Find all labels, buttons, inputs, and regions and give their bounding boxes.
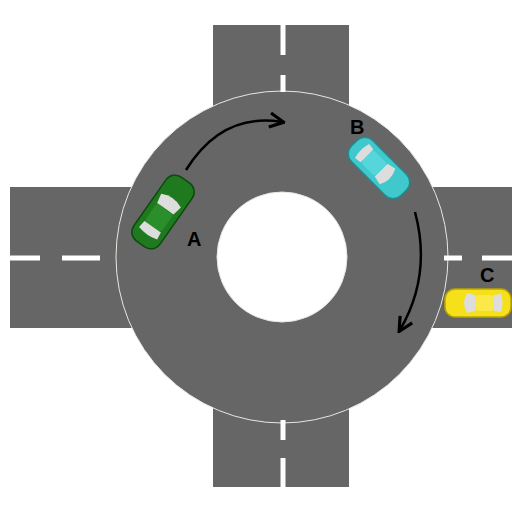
central-island (217, 192, 347, 322)
car-c (445, 289, 511, 317)
motion-arrow (400, 212, 421, 330)
roundabout-ring (116, 91, 448, 423)
lane-markings (10, 25, 512, 487)
car-label: A (187, 229, 201, 249)
car-b (344, 133, 415, 204)
car-label: B (350, 117, 364, 137)
motion-arrow (186, 121, 282, 170)
car-label: C (480, 265, 494, 285)
